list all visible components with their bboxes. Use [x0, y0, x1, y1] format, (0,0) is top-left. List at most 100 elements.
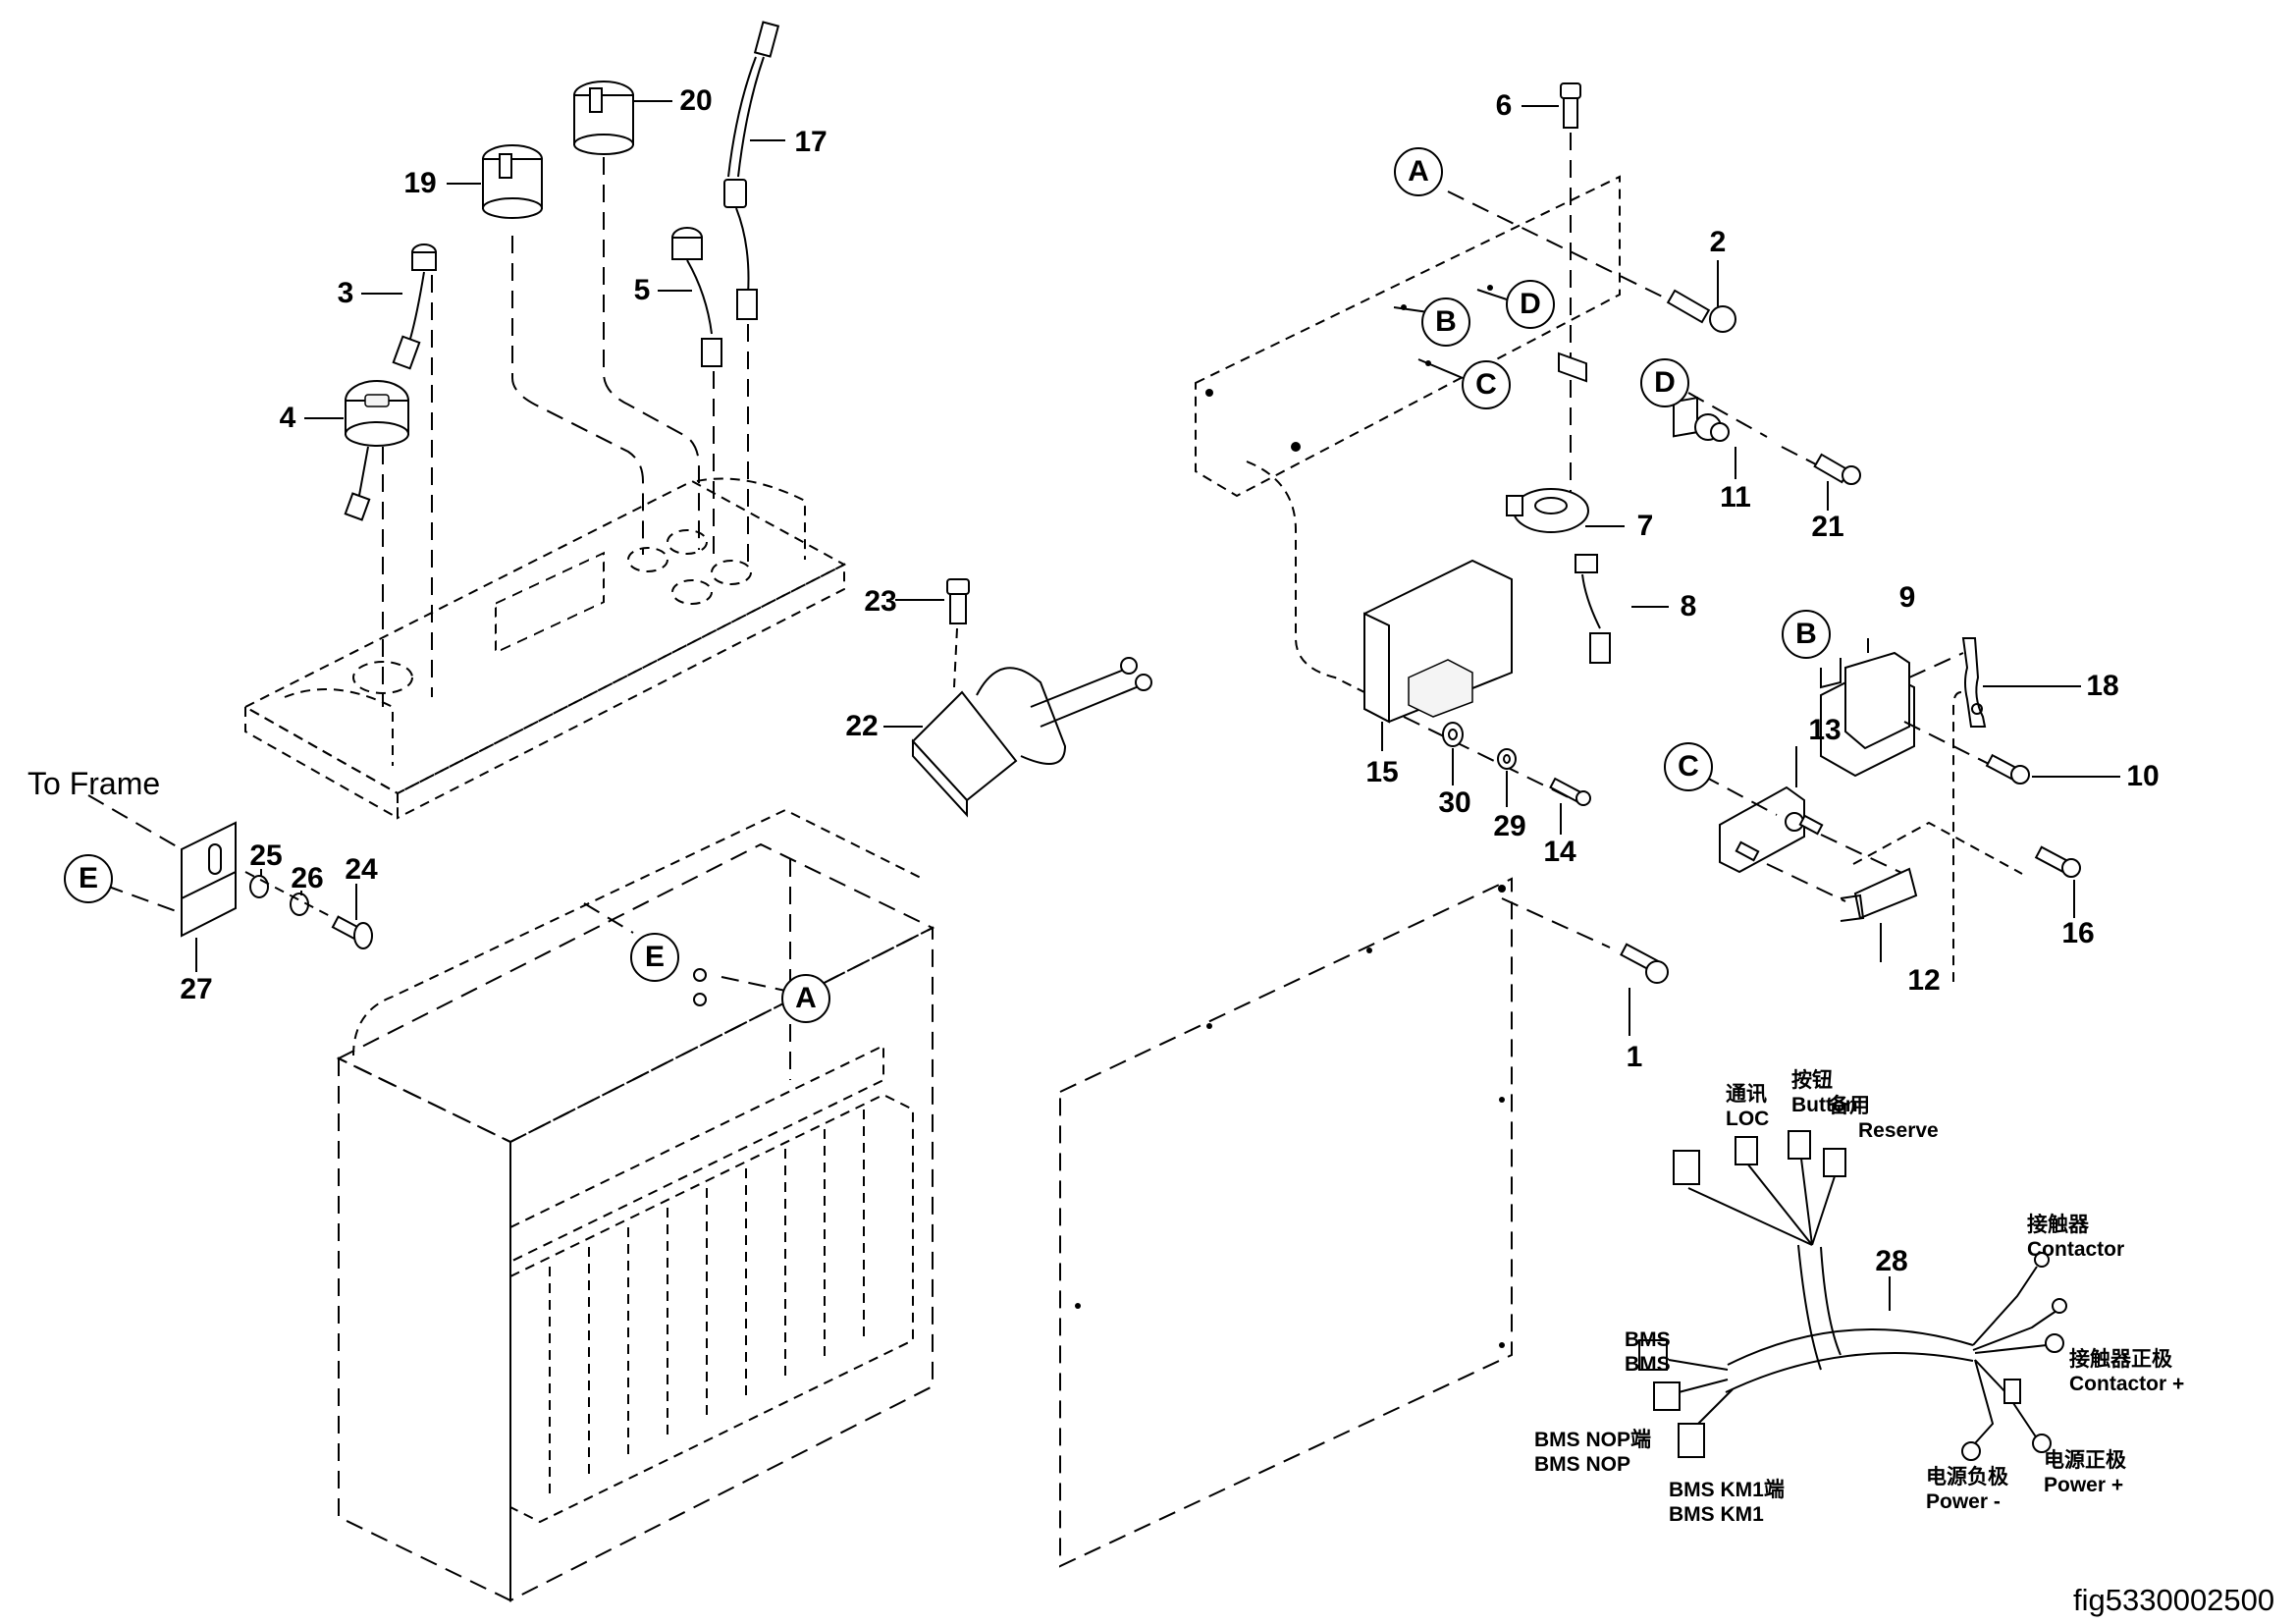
callout-1: 1 [1626, 1041, 1643, 1073]
harness-label-bms-nop-zh: BMS NOP端 [1534, 1429, 1652, 1451]
harness-label-power-plus-zh: 电源正极 [2044, 1449, 2126, 1472]
part-21-screw [1781, 446, 1861, 511]
part-11-switch [1673, 392, 1768, 479]
bolt-24 [244, 871, 373, 949]
part-2-bolt [1666, 260, 1736, 333]
harness-label-power-plus: 电源正极 Power + [2044, 1448, 2126, 1497]
reference-letter-e-bracket: E [64, 854, 113, 903]
callout-29: 29 [1493, 810, 1526, 842]
callout-13: 13 [1808, 714, 1842, 746]
callout-24: 24 [345, 853, 378, 886]
reference-letter-b: B [1421, 298, 1470, 347]
part-15-controller [1363, 559, 1581, 804]
reference-letter-a-box: A [781, 974, 830, 1023]
harness-label-power-minus-en: Power - [1926, 1490, 2001, 1514]
callout-2: 2 [1709, 226, 1727, 258]
harness-label-contactor-plus-zh: 接触器正极 [2069, 1348, 2172, 1371]
reference-letter-c: C [1462, 360, 1511, 409]
reference-letter-e-box: E [630, 933, 679, 982]
callout-12: 12 [1907, 964, 1941, 997]
part-7-ferrite [1506, 488, 1625, 533]
callout-19: 19 [403, 167, 437, 199]
harness-label-bms-zh: BMS [1625, 1328, 1671, 1351]
part-9-contactor [1820, 638, 1994, 778]
part-10-screw [1985, 753, 2120, 785]
part-23-bolt [895, 578, 970, 688]
harness-label-loc-en: LOC [1726, 1108, 1770, 1131]
harness-label-contactor-en: Contactor [2027, 1238, 2125, 1262]
callout-25: 25 [249, 839, 283, 872]
harness-label-bms-km1: BMS KM1端 BMS KM1 [1669, 1478, 1785, 1527]
harness-label-contactor-plus: 接触器正极 Contactor + [2069, 1347, 2184, 1396]
callout-18: 18 [2086, 670, 2119, 702]
part-30-washer [1442, 722, 1464, 785]
callout-7: 7 [1636, 510, 1654, 542]
part-22-connector [883, 657, 1152, 818]
figure-id-label: fig5330002500 [2073, 1583, 2275, 1617]
harness-label-contactor-zh: 接触器 [2027, 1214, 2089, 1236]
callout-21: 21 [1811, 511, 1844, 543]
harness-label-contactor: 接触器 Contactor [2027, 1213, 2124, 1262]
part-20-knob [573, 81, 700, 550]
harness-label-button-zh: 按钮 [1791, 1069, 1833, 1092]
part-17-harness [723, 21, 785, 569]
callout-23: 23 [864, 585, 897, 618]
callout-22: 22 [845, 710, 879, 742]
reference-letter-d-switch: D [1640, 358, 1689, 407]
harness-label-bms-nop: BMS NOP端 BMS NOP [1534, 1428, 1651, 1477]
harness-label-bms-km1-en: BMS KM1 [1669, 1503, 1764, 1527]
harness-label-button-en: Button [1791, 1094, 1858, 1117]
callout-5: 5 [633, 274, 651, 306]
callout-27: 27 [180, 973, 213, 1005]
callout-17: 17 [794, 126, 828, 158]
callout-6: 6 [1495, 89, 1513, 122]
callout-8: 8 [1680, 590, 1697, 623]
upper-panel [1195, 133, 1699, 708]
part-8-harness [1575, 554, 1669, 664]
battery-box [336, 808, 935, 1602]
callout-16: 16 [2061, 917, 2095, 949]
part-1-screw [1620, 943, 1669, 1036]
callout-11: 11 [1720, 481, 1751, 514]
reference-letter-c-switch: C [1664, 742, 1713, 791]
harness-label-power-minus-zh: 电源负极 [1926, 1466, 2008, 1489]
harness-label-reserve: 备用 Reserve [1829, 1094, 1939, 1143]
harness-label-reserve-zh: 备用 [1829, 1095, 1870, 1117]
reference-letter-b-contactor: B [1782, 610, 1831, 659]
harness-label-loc: 通讯 LOC [1726, 1082, 1769, 1131]
harness-label-bms: BMS BMS [1625, 1327, 1671, 1377]
side-panel [1059, 877, 1611, 1568]
part-4-gauge [304, 380, 409, 707]
callout-30: 30 [1438, 786, 1471, 819]
callout-15: 15 [1365, 756, 1399, 788]
top-plate [242, 477, 847, 820]
part-6-bolt [1522, 82, 1581, 129]
part-19-knob [447, 144, 644, 555]
callout-14: 14 [1543, 836, 1576, 868]
callout-28: 28 [1875, 1245, 1908, 1277]
callout-26: 26 [291, 862, 324, 894]
part-29-washer [1497, 748, 1517, 807]
harness-label-loc-zh: 通讯 [1726, 1083, 1767, 1106]
harness-label-bms-km1-zh: BMS KM1端 [1669, 1479, 1785, 1501]
reference-letter-a: A [1394, 147, 1443, 196]
callout-20: 20 [679, 84, 713, 117]
part-3-sensor [361, 244, 437, 697]
part-13-switch [1702, 746, 1915, 902]
part-14-screw [1549, 777, 1591, 835]
harness-label-power-minus: 电源负极 Power - [1926, 1465, 2008, 1514]
harness-label-bms-en: BMS [1625, 1353, 1671, 1377]
to-frame-label: To Frame [27, 766, 161, 801]
harness-28 [1638, 1130, 2067, 1461]
harness-label-bms-nop-en: BMS NOP [1534, 1453, 1631, 1477]
harness-label-contactor-plus-en: Contactor + [2069, 1373, 2185, 1396]
harness-label-power-plus-en: Power + [2044, 1474, 2124, 1497]
part-18-bracket [1952, 637, 2081, 982]
part-16-screw [2034, 845, 2081, 918]
callout-4: 4 [279, 402, 296, 434]
part-12-bracket [1840, 821, 2023, 962]
harness-label-button: 按钮 Button [1791, 1068, 1858, 1117]
harness-label-reserve-en: Reserve [1858, 1119, 1939, 1143]
